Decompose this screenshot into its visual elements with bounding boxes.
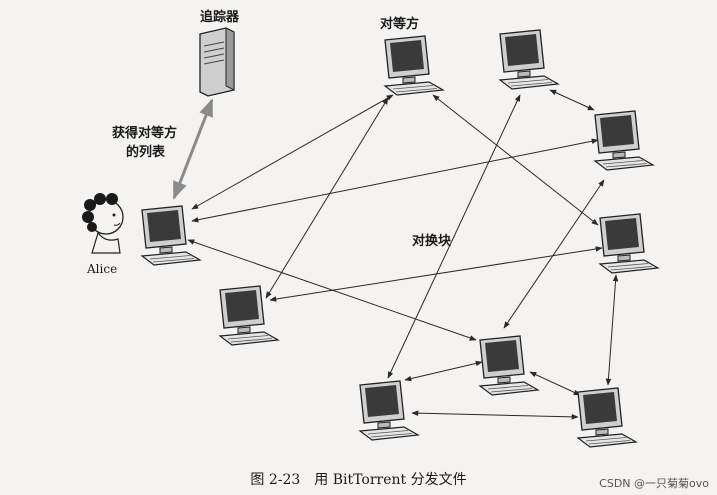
peer-computer-icon xyxy=(360,381,418,440)
tracker-arrow xyxy=(174,100,212,198)
tracker-server-icon xyxy=(200,28,234,96)
alice-avatar-icon xyxy=(82,193,123,253)
get-peer-list-label-line1: 获得对等方 xyxy=(112,122,177,141)
watermark: CSDN @一只菊菊ovo xyxy=(599,475,709,491)
peer-computer-icon xyxy=(480,336,538,395)
arrow-peer1-peer5 xyxy=(266,98,388,298)
exchange-chunks-label: 对换块 xyxy=(412,230,451,249)
arrow-peer7-peer8 xyxy=(530,372,580,395)
exchange-arrows xyxy=(188,90,616,417)
arrow-peer2-peer3 xyxy=(550,90,594,110)
peer-computer-icon xyxy=(385,36,443,95)
peer-computer-icon xyxy=(578,388,636,447)
get-peer-list-label-line2: 的列表 xyxy=(126,141,165,160)
peers-label: 对等方 xyxy=(380,13,419,32)
arrow-peer7-peer6 xyxy=(405,362,482,380)
arrow-alice-peer1 xyxy=(192,95,393,209)
arrow-peer3-peer9 xyxy=(504,180,604,328)
peer-computer-icon xyxy=(500,30,558,89)
arrow-peer6-peer8 xyxy=(412,413,578,417)
peer-computer-icon xyxy=(600,214,658,273)
alice-computer-icon xyxy=(142,206,200,265)
arrow-peer1-peer4 xyxy=(433,95,598,225)
arrow-peer2-peer6 xyxy=(388,95,520,378)
peer-computer-icon xyxy=(595,111,653,170)
arrow-alice-peer3 xyxy=(192,140,598,221)
tracker-label: 追踪器 xyxy=(200,6,239,25)
peer-computer-icon xyxy=(220,286,278,345)
alice-label: Alice xyxy=(87,262,117,276)
arrow-peer4-peer8 xyxy=(608,275,616,385)
